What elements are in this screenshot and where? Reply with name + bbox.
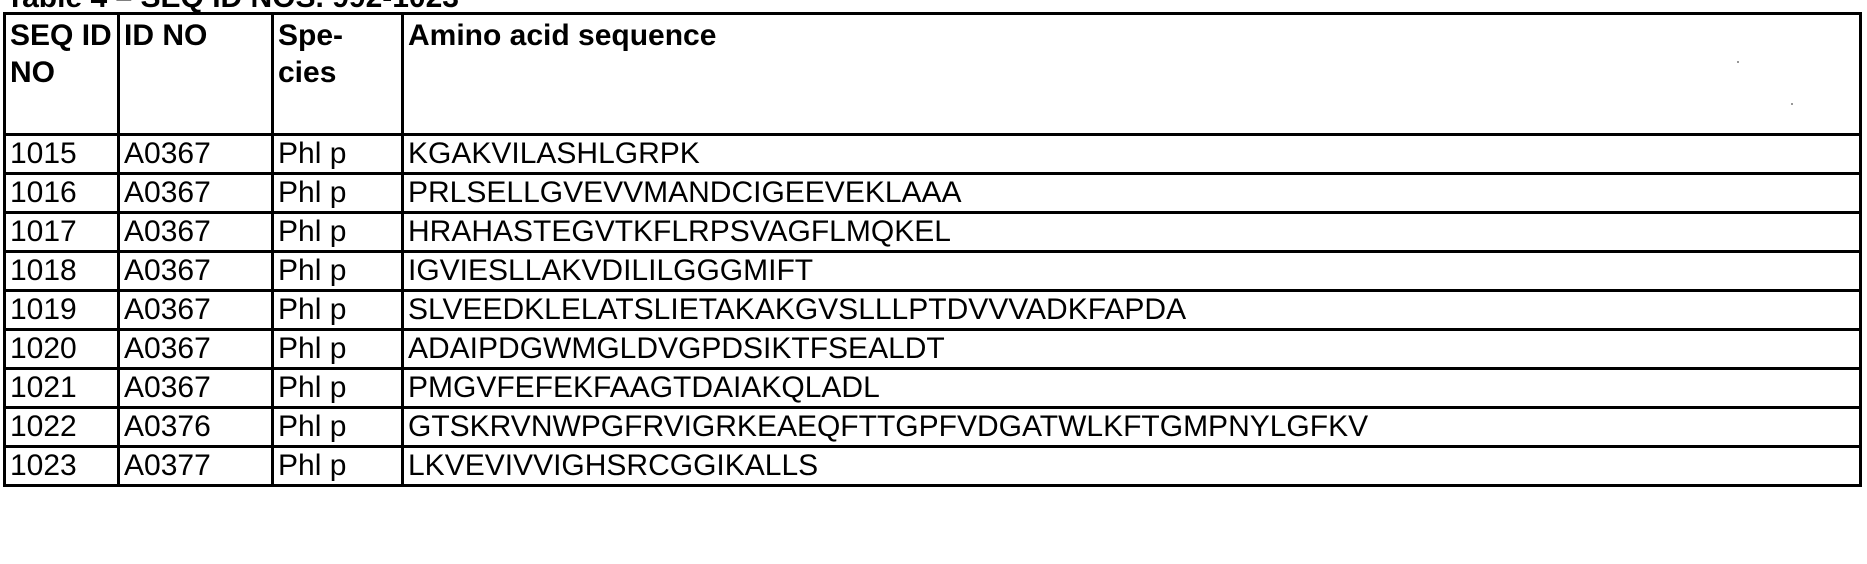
- cell-seq-id-no: 1019: [5, 291, 119, 330]
- table-row: 1023A0377Phl pLKVEVIVVIGHSRCGGIKALLS: [5, 447, 1861, 486]
- cell-seq-id-no: 1015: [5, 135, 119, 174]
- table-row: 1015A0367Phl pKGAKVILASHLGRPK: [5, 135, 1861, 174]
- table-row: 1021A0367Phl pPMGVFEFEKFAAGTDAIAKQLADL: [5, 369, 1861, 408]
- scan-speck: [1737, 61, 1739, 63]
- cell-id-no: A0367: [119, 213, 273, 252]
- cell-id-no: A0367: [119, 369, 273, 408]
- table-caption: Table 4 – SEQ ID NOS. 992-1023: [6, 0, 459, 9]
- table-row: 1017A0367Phl pHRAHASTEGVTKFLRPSVAGFLMQKE…: [5, 213, 1861, 252]
- header-row: SEQ ID NO ID NO Spe-cies Amino acid sequ…: [5, 14, 1861, 135]
- cell-id-no: A0367: [119, 330, 273, 369]
- cell-id-no: A0367: [119, 135, 273, 174]
- header-seq-id-no: SEQ ID NO: [5, 14, 119, 135]
- table-row: 1018A0367Phl pIGVIESLLAKVDILILGGGMIFT: [5, 252, 1861, 291]
- cell-seq-id-no: 1016: [5, 174, 119, 213]
- cell-species: Phl p: [273, 408, 403, 447]
- cell-seq-id-no: 1022: [5, 408, 119, 447]
- cell-id-no: A0367: [119, 291, 273, 330]
- cell-seq-id-no: 1017: [5, 213, 119, 252]
- cell-sequence: PRLSELLGVEVVMANDCIGEEVEKLAAA: [403, 174, 1861, 213]
- table-row: 1016A0367Phl pPRLSELLGVEVVMANDCIGEEVEKLA…: [5, 174, 1861, 213]
- cell-sequence: ADAIPDGWMGLDVGPDSIKTFSEALDT: [403, 330, 1861, 369]
- cell-sequence: PMGVFEFEKFAAGTDAIAKQLADL: [403, 369, 1861, 408]
- cell-id-no: A0376: [119, 408, 273, 447]
- cell-sequence: GTSKRVNWPGFRVIGRKEAEQFTTGPFVDGATWLKFTGMP…: [403, 408, 1861, 447]
- cell-species: Phl p: [273, 369, 403, 408]
- cell-id-no: A0377: [119, 447, 273, 486]
- cell-id-no: A0367: [119, 174, 273, 213]
- cell-species: Phl p: [273, 252, 403, 291]
- cell-species: Phl p: [273, 447, 403, 486]
- cell-seq-id-no: 1023: [5, 447, 119, 486]
- cell-species: Phl p: [273, 330, 403, 369]
- cell-sequence: SLVEEDKLELATSLIETAKAKGVSLLLPTDVVVADKFAPD…: [403, 291, 1861, 330]
- cell-seq-id-no: 1020: [5, 330, 119, 369]
- scan-speck: [1791, 103, 1793, 105]
- cell-species: Phl p: [273, 135, 403, 174]
- header-amino-acid-sequence: Amino acid sequence: [403, 14, 1861, 135]
- cell-id-no: A0367: [119, 252, 273, 291]
- cell-species: Phl p: [273, 291, 403, 330]
- cell-species: Phl p: [273, 213, 403, 252]
- header-species: Spe-cies: [273, 14, 403, 135]
- cell-sequence: IGVIESLLAKVDILILGGGMIFT: [403, 252, 1861, 291]
- header-id-no: ID NO: [119, 14, 273, 135]
- table-row: 1022A0376Phl pGTSKRVNWPGFRVIGRKEAEQFTTGP…: [5, 408, 1861, 447]
- cell-seq-id-no: 1021: [5, 369, 119, 408]
- cell-sequence: HRAHASTEGVTKFLRPSVAGFLMQKEL: [403, 213, 1861, 252]
- cell-sequence: KGAKVILASHLGRPK: [403, 135, 1861, 174]
- cell-seq-id-no: 1018: [5, 252, 119, 291]
- cell-sequence: LKVEVIVVIGHSRCGGIKALLS: [403, 447, 1861, 486]
- sequence-table: SEQ ID NO ID NO Spe-cies Amino acid sequ…: [3, 12, 1862, 487]
- table-row: 1020A0367Phl pADAIPDGWMGLDVGPDSIKTFSEALD…: [5, 330, 1861, 369]
- table-row: 1019A0367Phl pSLVEEDKLELATSLIETAKAKGVSLL…: [5, 291, 1861, 330]
- cell-species: Phl p: [273, 174, 403, 213]
